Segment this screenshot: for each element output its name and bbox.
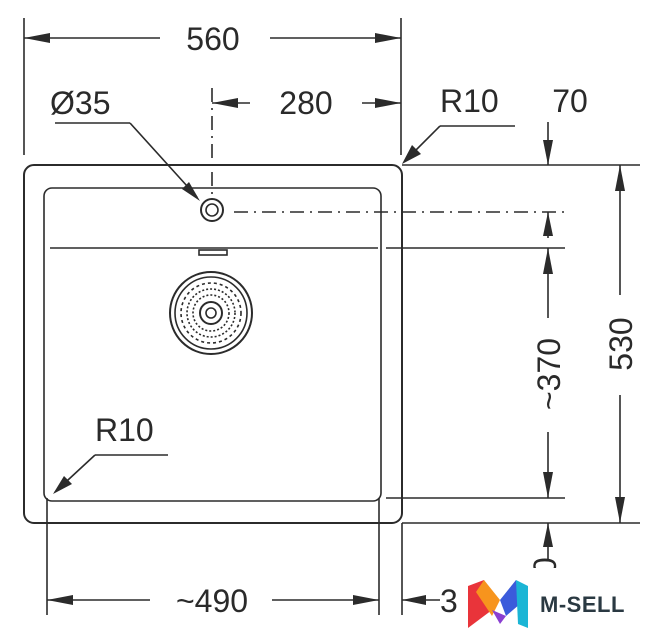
dim-hole-to-edge: [543, 122, 553, 238]
label-r10-inner: R10: [95, 412, 154, 448]
label-370: ~370: [531, 338, 567, 410]
drain-strainer: [169, 271, 253, 355]
m-logo-icon: [468, 580, 528, 628]
brand-name: M-SELL: [540, 592, 625, 617]
label-530: 530: [603, 317, 639, 370]
leader-outer-radius: [402, 125, 515, 164]
dim-overall-width: [23, 18, 402, 155]
leader-hole-diameter: [55, 122, 200, 201]
label-r10-outer: R10: [440, 83, 499, 119]
dim-bowl-width: [46, 498, 440, 615]
overflow-slot: [198, 249, 228, 256]
label-280: 280: [279, 85, 332, 121]
sink-inner-rim: [43, 187, 382, 502]
sink-outer-outline: [23, 164, 403, 524]
brand-logo: M-SELL: [458, 568, 658, 640]
leader-inner-radius: [53, 454, 168, 494]
tap-hole: [200, 198, 224, 222]
label-70: 70: [552, 83, 588, 119]
dim-overall-depth: [615, 165, 625, 523]
dim-bowl-depth: [543, 248, 553, 560]
label-560: 560: [186, 21, 239, 57]
label-partial-3: 3: [440, 583, 458, 619]
dim-hole-offset: [211, 88, 401, 200]
label-diameter-35: Ø35: [50, 85, 110, 121]
label-490: ~490: [176, 583, 248, 619]
